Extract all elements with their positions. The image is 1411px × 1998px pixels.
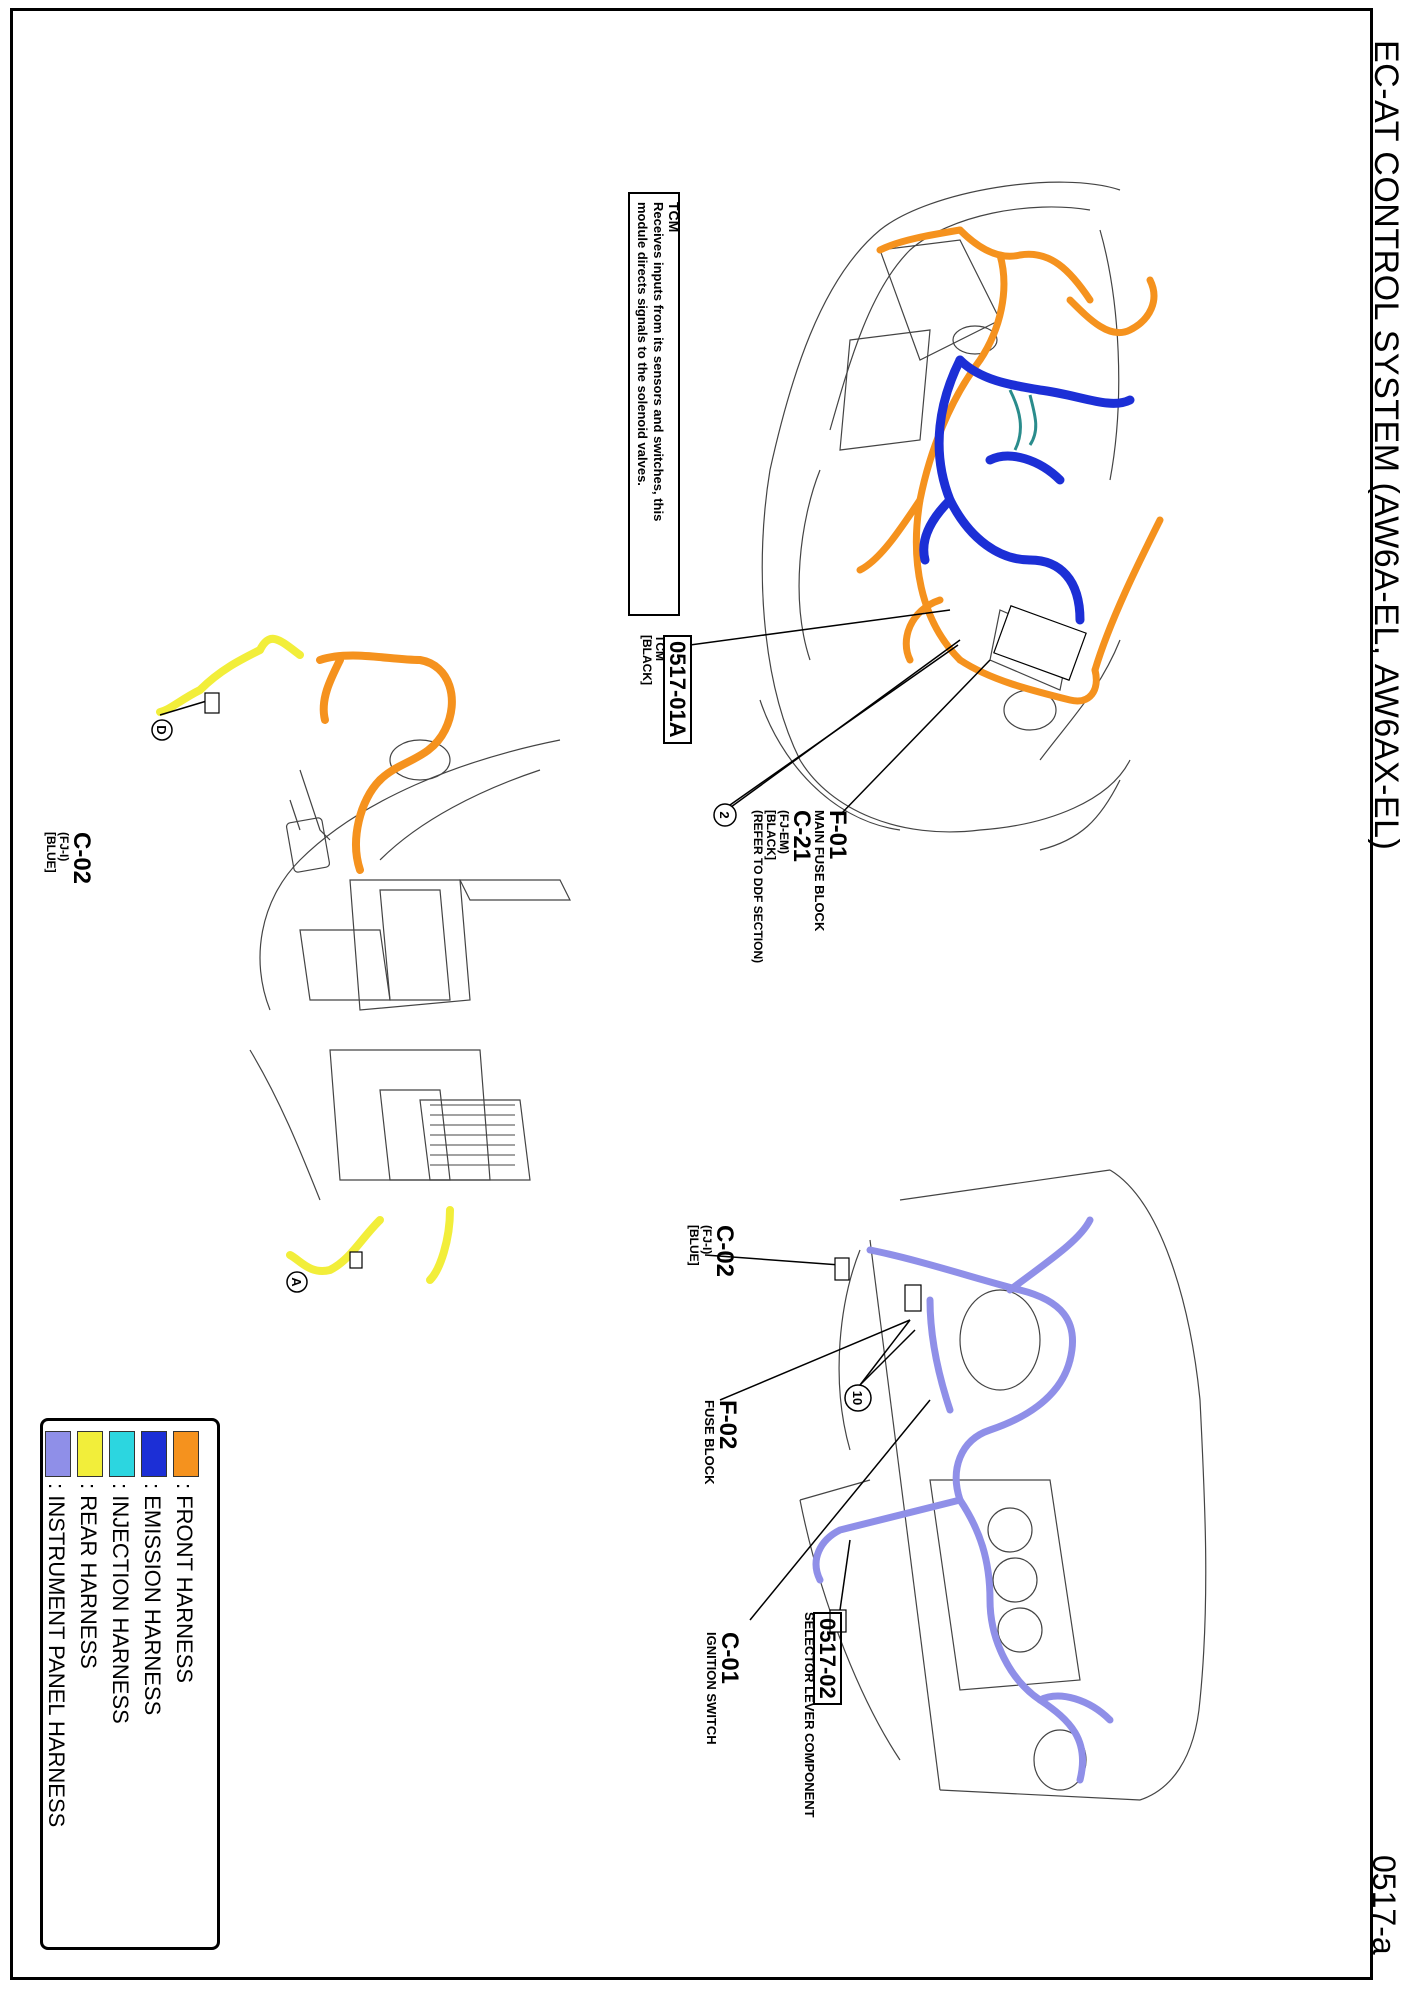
marker-circle-d: [151, 719, 173, 741]
circle-markers: [151, 719, 872, 1412]
legend-swatch: [77, 1431, 103, 1477]
callout-c02-right: C-02 (FJ-I) [BLUE]: [687, 1225, 738, 1278]
c02-left-code: C-02: [68, 832, 95, 885]
interior-drawing: [249, 739, 571, 1201]
instrument-panel-harness: [812, 1216, 1114, 1784]
callout-c02-left: C-02 (FJ-I) [BLUE]: [44, 832, 95, 885]
rear-harness-interior: [156, 634, 454, 1284]
legend-swatch: [141, 1431, 167, 1477]
legend-label: : INSTRUMENT PANEL HARNESS: [44, 1483, 69, 1828]
harness-legend: : FRONT HARNESS : EMISSION HARNESS : INJ…: [40, 1418, 220, 1950]
callout-f02: F-02 FUSE BLOCK: [702, 1400, 741, 1485]
f02-code: F-02: [714, 1400, 741, 1450]
c02-right-color: [BLUE]: [687, 1225, 701, 1266]
legend-swatch: [109, 1431, 135, 1477]
c21-color: [BLACK]: [764, 810, 778, 860]
marker-a-label: A: [289, 1277, 304, 1287]
page-border: [10, 8, 1373, 1980]
legend-swatch: [173, 1431, 199, 1477]
injection-harness-engine: [1008, 389, 1038, 451]
legend-label: : INJECTION HARNESS: [108, 1483, 133, 1724]
interior-grille: [430, 1104, 515, 1166]
emission-harness-engine: [919, 355, 1135, 625]
callout-tcm: 0517-01A TCM [BLACK]: [640, 635, 692, 744]
c01-code: C-01: [716, 1632, 743, 1685]
marker-circle-2: [713, 803, 737, 827]
f01-code: F-01: [824, 810, 851, 860]
callout-c01: C-01 IGNITION SWITCH: [704, 1632, 743, 1745]
marker-circle-a: [286, 1271, 308, 1293]
f02-name: FUSE BLOCK: [702, 1400, 717, 1485]
legend-swatch: [45, 1431, 71, 1477]
legend-label: : FRONT HARNESS: [172, 1483, 197, 1684]
c01-name: IGNITION SWITCH: [704, 1632, 719, 1745]
marker-10-label: 10: [850, 1391, 865, 1405]
c21-pin: (FJ-EM): [777, 810, 791, 854]
c21-ref: (REFER TO DDF SECTION): [751, 810, 765, 964]
selector-name: SELECTOR LEVER COMPONENT: [802, 1612, 817, 1818]
marker-2-label: 2: [717, 811, 732, 818]
tcm-description-box: TCM Receives inputs from its sensors and…: [628, 192, 682, 616]
marker-d-label: D: [154, 725, 169, 734]
tcm-note-heading: TCM: [666, 202, 682, 233]
c02-left-color: [BLUE]: [44, 832, 58, 873]
selector-code: 0517-02: [813, 1612, 842, 1705]
callout-main-fuse: F-01 MAIN FUSE BLOCK C-21 (FJ-EM) [BLACK…: [751, 810, 851, 964]
c21-code: C-21: [788, 810, 815, 863]
leader-lines: [159, 609, 991, 1621]
callout-selector-lever: 0517-02 SELECTOR LEVER COMPONENT: [802, 1612, 842, 1818]
legend-label: : EMISSION HARNESS: [140, 1483, 165, 1716]
connectors: [204, 605, 1087, 1633]
tcm-code: 0517-01A: [663, 635, 692, 744]
marker-circle-10: [844, 1384, 872, 1412]
tcm-note-line-1: Receives inputs from its sensors and swi…: [651, 202, 666, 522]
front-harness-interior: [316, 651, 456, 874]
tcm-note-line-2: module directs signals to the solenoid v…: [635, 202, 650, 486]
tcm-color: [BLACK]: [640, 635, 654, 685]
c02-right-code: C-02: [711, 1225, 738, 1278]
legend-label: : REAR HARNESS: [76, 1483, 101, 1669]
